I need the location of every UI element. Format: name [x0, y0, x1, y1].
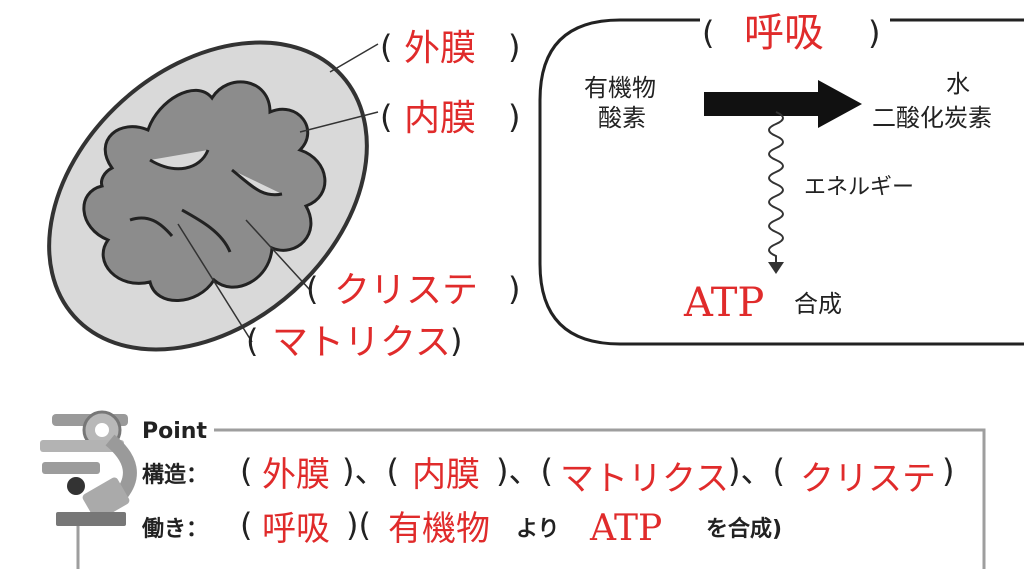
svg-text:(: ( — [240, 506, 252, 544]
leader-line-inner — [299, 111, 379, 133]
answer-respiration: 呼吸 — [744, 10, 824, 56]
output-co2: 二酸化炭素 — [872, 104, 992, 132]
point-heading: Point — [142, 419, 207, 444]
svg-text:): ) — [868, 14, 880, 52]
microscope-icon — [40, 410, 137, 526]
energy-arrowhead — [768, 262, 784, 274]
svg-text:): ) — [508, 270, 520, 308]
answer-atp: ATP — [683, 280, 764, 326]
function-from: より — [516, 517, 560, 542]
reaction-arrow — [704, 80, 862, 128]
label-cristae: ( クリステ ) — [306, 270, 520, 311]
svg-text:(: ( — [380, 98, 392, 136]
svg-text:)、(: )、( — [728, 452, 785, 490]
function-object-answer: 有機物 — [388, 509, 490, 549]
structure-answer-1: 外膜 — [262, 455, 330, 495]
svg-text:(: ( — [306, 270, 318, 308]
leader-line-outer — [329, 43, 379, 73]
function-atp-answer: ATP — [589, 508, 662, 549]
output-water: 水 — [946, 70, 970, 98]
point-box-outline — [76, 428, 986, 569]
svg-text:): ) — [450, 322, 462, 360]
answer-matrix: マトリクス — [272, 322, 451, 363]
label-inner-membrane: ( 内膜 ) — [380, 98, 520, 139]
svg-text:(: ( — [702, 14, 714, 52]
svg-text:(: ( — [380, 28, 392, 66]
point-section: Point 構造： ( 外膜 )、( 内膜 )、( マトリクス )、( クリステ… — [40, 410, 986, 569]
label-matrix: ( マトリクス ) — [246, 322, 462, 363]
energy-label: エネルギー — [804, 175, 914, 200]
answer-cristae: クリステ — [334, 270, 478, 311]
answer-inner-membrane: 内膜 — [404, 98, 476, 139]
svg-text:)、(: )、( — [342, 452, 399, 490]
svg-text:)、(: )、( — [496, 452, 553, 490]
svg-text:(: ( — [240, 452, 252, 490]
function-tail: を合成) — [706, 516, 782, 542]
function-label: 働き： — [141, 516, 208, 542]
answer-outer-membrane: 外膜 — [404, 28, 476, 69]
input-organic-matter: 有機物 — [584, 74, 656, 102]
respiration-box: ( 呼吸 ) 有機物 酸素 水 二酸化炭素 エネルギー ATP 合成 — [538, 10, 1024, 346]
inner-membrane-cristae-shape — [82, 80, 327, 302]
leader-line-cristae — [245, 219, 311, 291]
function-answer: 呼吸 — [262, 509, 330, 549]
input-oxygen: 酸素 — [598, 104, 646, 132]
svg-text:): ) — [508, 98, 520, 136]
structure-answer-4: クリステ — [800, 459, 936, 499]
structure-answer-2: 内膜 — [412, 455, 480, 495]
svg-text:): ) — [942, 452, 954, 490]
mitochondrion — [47, 40, 379, 352]
svg-text:(: ( — [246, 322, 258, 360]
leader-line-matrix — [177, 223, 253, 343]
atp-synthesis-label: 合成 — [794, 290, 842, 318]
svg-text:)(: )( — [346, 506, 371, 544]
energy-wave — [768, 111, 784, 262]
respiration-box-outline — [538, 18, 1024, 346]
svg-text:): ) — [508, 28, 520, 66]
label-outer-membrane: ( 外膜 ) — [380, 28, 520, 69]
structure-label: 構造： — [142, 462, 208, 488]
structure-answer-3: マトリクス — [560, 459, 729, 499]
